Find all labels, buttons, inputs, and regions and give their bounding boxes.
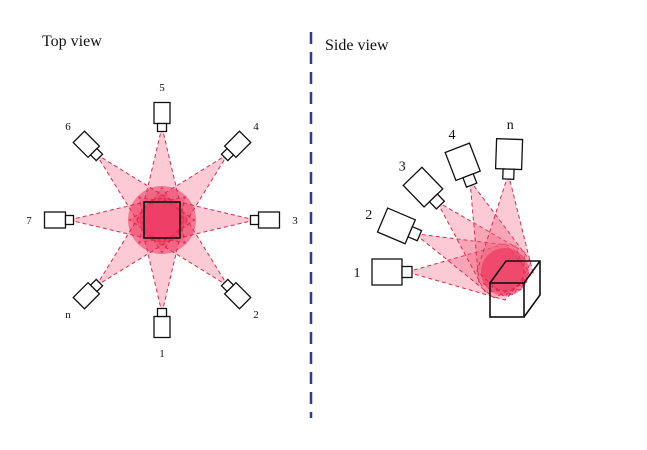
side-view-cone-4 [469,178,532,296]
top-view-fields-of-view [68,126,256,314]
camera-lens [89,278,104,293]
camera-label: n [507,118,514,133]
camera-n-side [494,137,524,180]
camera-4-side [444,142,482,188]
top-view-overlap-region [128,186,196,254]
camera-lens [407,225,423,242]
camera-1-side [371,258,413,286]
top-view-title: Top view [42,33,102,50]
side-view-fields-of-view [405,172,534,301]
camera-body [444,142,482,182]
side-view-title: Side view [325,37,389,54]
camera-label: 1 [354,266,361,281]
top-view-cone-1 [139,186,185,314]
top-view-cone-5 [139,126,185,254]
top-view-cone-n [95,196,186,287]
camera-7-top [43,211,75,229]
camera-label: n [65,309,71,321]
camera-body [257,211,281,229]
camera-lens [428,193,446,210]
camera-5-top [153,101,171,133]
camera-label: 6 [65,121,71,133]
camera-3-side [402,166,446,210]
camera-lens [156,307,168,318]
camera-label: 4 [253,121,259,133]
top-view-cone-4 [138,153,229,244]
top-view-cone-2 [138,196,229,287]
side-view-object [489,260,541,318]
top-view-cone-7 [68,197,196,243]
camera-lens [220,147,235,162]
camera-n-top [72,278,104,310]
side-view-overlap-region [481,248,529,296]
top-view-cone-6 [95,153,186,244]
camera-lens [220,278,235,293]
camera-lens [249,214,260,226]
camera-body [376,207,417,245]
camera-lens [401,265,413,279]
camera-6-top [72,130,104,162]
camera-label: 2 [253,309,259,321]
camera-body [494,137,524,171]
camera-2-top [220,278,252,310]
camera-label: 5 [159,82,165,94]
camera-lens [64,214,75,226]
side-view-cameras: 1 2 3 4 n [354,118,524,286]
camera-lens [156,122,168,133]
camera-body [153,315,171,339]
camera-lens [462,172,478,188]
camera-label: 1 [159,348,165,360]
top-view-cameras: 1 2 3 4 5 6 7 n [26,82,298,360]
camera-label: 4 [449,128,456,143]
side-view-cone-n [476,172,534,298]
camera-label: 3 [399,160,406,175]
top-view-object [143,201,181,239]
camera-lens [89,147,104,162]
camera-2-side [376,207,423,245]
top-view-cone-3 [128,197,256,243]
camera-body [43,211,67,229]
camera-3-top [249,211,281,229]
side-view-cone-3 [435,200,526,293]
camera-label: 2 [365,208,372,223]
camera-label: 7 [26,215,32,227]
top-view-panel: 1 2 3 4 5 6 7 n [26,82,298,360]
side-view-panel: 1 2 3 4 n [354,118,541,318]
camera-body [371,258,403,286]
camera-1-top [153,307,171,339]
camera-label: 3 [292,215,298,227]
camera-4-top [220,130,252,162]
camera-lens [502,168,515,180]
camera-body [153,101,171,125]
side-view-cone-1 [405,243,531,301]
